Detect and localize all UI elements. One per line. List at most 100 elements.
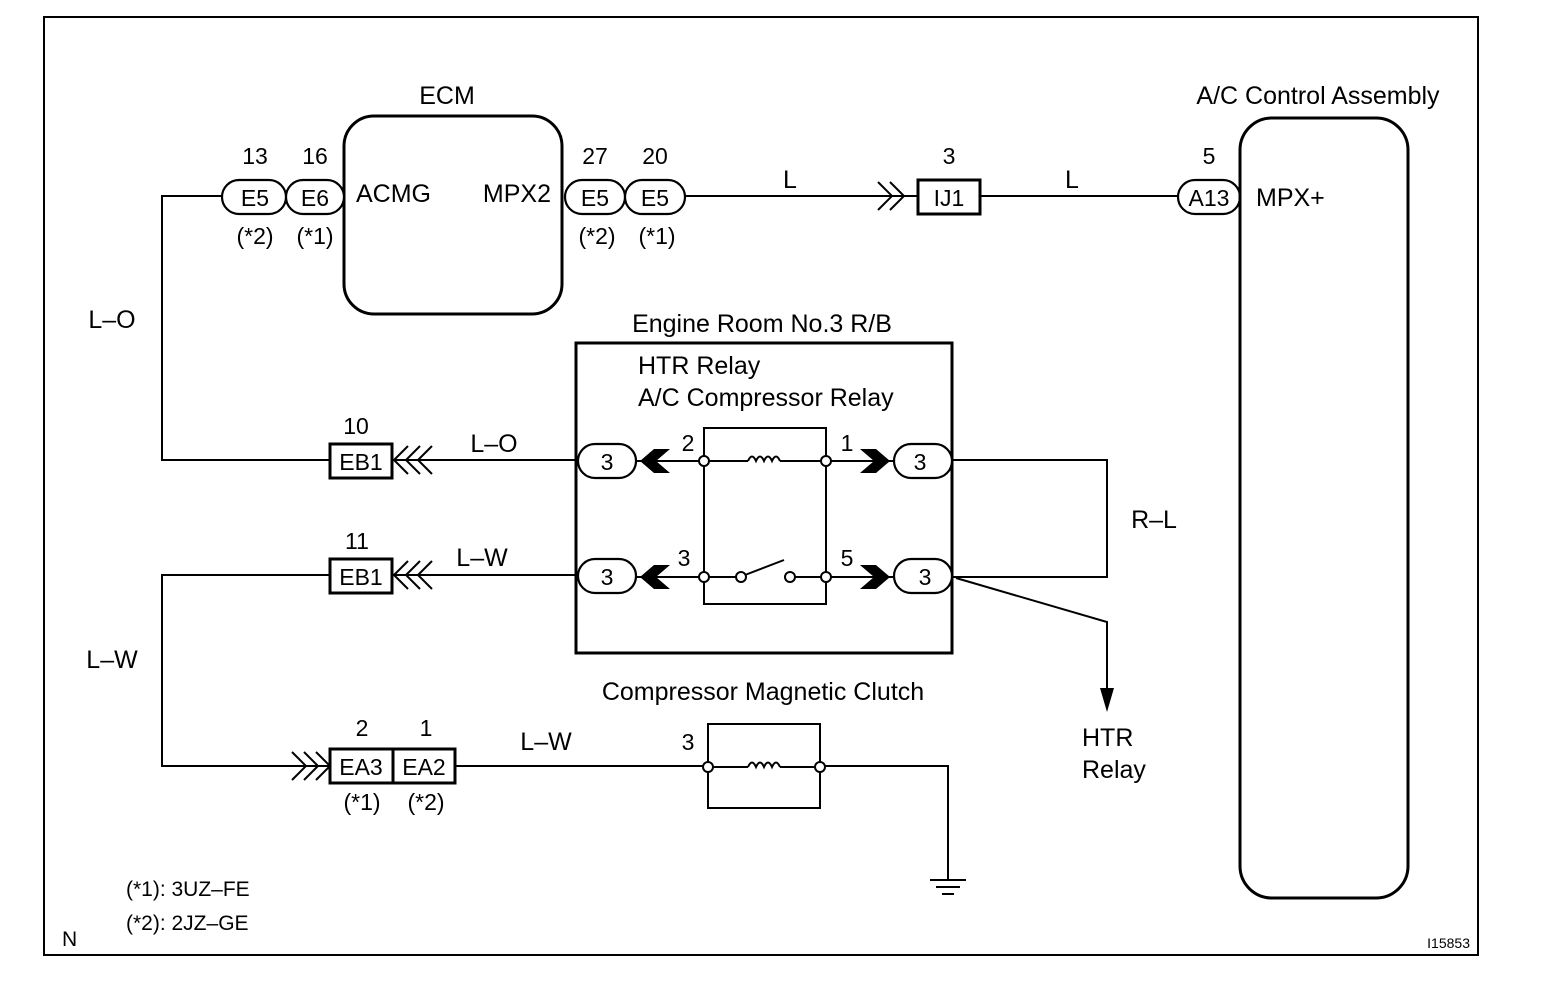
legend-line-2: (*2): 2JZ–GE [126,912,249,935]
connector-rb-left-top [576,442,638,480]
clutch-title: Compressor Magnetic Clutch [602,678,924,706]
note-e6: (*1) [296,223,333,249]
ecm-box [342,114,564,316]
pin-ea2-1: 1 [420,715,433,741]
clutch-pin-3: 3 [682,729,695,755]
arrow-left-icon [640,449,670,473]
relay-block-title: Engine Room No.3 R/B [632,310,892,338]
pin-27: 27 [582,143,608,169]
connector-ea2 [391,747,457,785]
terminal-icon [814,761,826,773]
pin-20: 20 [642,143,668,169]
relay-pin-3: 3 [678,545,691,571]
arrow-left-icon [640,565,670,589]
chevron-icon [291,751,308,781]
terminal-icon [820,571,832,583]
wire-clutch-ground [820,765,949,880]
ground-icon [930,879,966,895]
connector-rb-left-bottom [576,557,638,595]
wire-r-l-bridge [952,459,1108,578]
relay-label-htr: HTR Relay [638,352,761,380]
pin-eb1-10: 10 [343,413,369,439]
connector-rb-left-top-id: 3 [601,449,614,475]
note-e5-r2: (*1) [638,223,675,249]
connector-rb-left-bottom-id: 3 [601,564,614,590]
chevron-icon [404,560,421,590]
connector-e5-r2 [623,178,687,216]
ecm-pin-acmg: ACMG [356,180,431,208]
terminal-icon [698,455,710,467]
note-ea3: (*1) [343,789,380,815]
legend-line-1: (*1): 3UZ–FE [126,878,250,901]
terminal-icon [702,761,714,773]
connector-a13-id: A13 [1189,185,1230,211]
connector-e5-r1-id: E5 [581,185,609,211]
htr-relay-label-2: Relay [1082,756,1146,784]
connector-rb-right-top [892,442,954,480]
htr-relay-label-1: HTR [1082,724,1133,752]
wire-to-htr-relay [955,577,1108,690]
pin-16: 16 [302,143,328,169]
connector-e6 [284,178,346,216]
connector-eb1-bottom [328,557,394,595]
note-ea2: (*2) [407,789,444,815]
connector-ea2-id: EA2 [402,754,445,780]
chevron-icon [392,560,409,590]
wire-label-l-w-mid: L–W [456,544,508,572]
relay-pin-2: 2 [682,430,695,456]
chevron-icon [416,560,433,590]
wire-acmg-l-o [161,195,330,461]
clutch-coil-icon [747,761,781,770]
relay-coil-icon [747,455,781,464]
arrow-right-icon [860,449,890,473]
wire-label-r-l: R–L [1131,506,1177,534]
chevron-icon [416,445,433,475]
arrow-down-icon [1100,688,1114,712]
figure-id: I15853 [1427,935,1470,951]
wire-label-l-o-mid: L–O [470,430,517,458]
ac-control-assembly-box [1238,116,1410,900]
pin-eb1-11: 11 [345,528,369,554]
relay-label-ac-compressor: A/C Compressor Relay [638,384,894,412]
wire-label-l-2: L [1065,166,1079,194]
connector-eb1-bottom-id: EB1 [339,564,382,590]
connector-ij1-id: IJ1 [934,185,965,211]
pin-ij1-3: 3 [943,143,956,169]
pin-ea3-2: 2 [356,715,369,741]
arrow-right-icon [860,565,890,589]
connector-rb-right-bottom-id: 3 [919,564,932,590]
wire-label-l-w-left: L–W [86,646,138,674]
ac-control-title: A/C Control Assembly [1196,82,1440,110]
terminal-icon [698,571,710,583]
wire-l-w-down [161,574,330,767]
connector-ij1 [916,178,982,216]
chevron-icon [889,181,906,211]
chevron-icon [877,181,894,211]
connector-e5-r2-id: E5 [641,185,669,211]
pin-13: 13 [242,143,268,169]
connector-ea3-id: EA3 [339,754,382,780]
ac-control-pin-mpx: MPX+ [1256,184,1325,212]
relay-pin-1: 1 [841,430,854,456]
ecm-title: ECM [419,82,475,110]
switch-contact-icon [735,571,747,583]
switch-contact-icon [784,571,796,583]
note-e5-r1: (*2) [578,223,615,249]
relay-block-box [574,341,954,655]
chevron-icon [392,445,409,475]
connector-e5-left-id: E5 [241,185,269,211]
diagram-frame [43,16,1479,956]
wires [161,195,1178,880]
wire-label-l-w-bottom: L–W [520,728,572,756]
relay-inner-box [703,427,827,605]
chevron-icon [303,751,320,781]
corner-mark-n: N [62,928,77,951]
wire-label-l-1: L [783,166,797,194]
note-e5-left: (*2) [236,223,273,249]
connector-e6-id: E6 [301,185,329,211]
wire-label-l-o-left: L–O [88,306,135,334]
ecm-pin-mpx2: MPX2 [483,180,551,208]
relay-pin-5: 5 [841,545,854,571]
connector-eb1-top [328,442,394,480]
